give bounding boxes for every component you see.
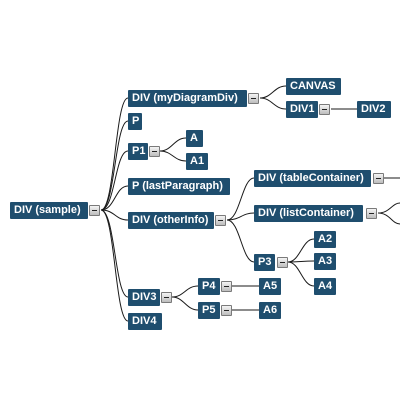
collapse-toggle-p1[interactable] (149, 146, 160, 157)
node-a3[interactable]: A3 (314, 253, 336, 270)
link-listcontainer-more-up (377, 202, 400, 214)
node-a6[interactable]: A6 (259, 302, 281, 319)
node-div3[interactable]: DIV3 (128, 289, 160, 306)
link-root-div3 (100, 209, 129, 298)
node-a4[interactable]: A4 (314, 278, 336, 295)
link-mydiagramdiv-canvas (259, 85, 287, 99)
node-p3[interactable]: P3 (254, 254, 275, 271)
link-p1-a (159, 137, 187, 152)
link-root-p1 (100, 150, 129, 211)
collapse-toggle-div1[interactable] (319, 104, 330, 115)
link-root-div4 (100, 209, 129, 322)
node-div-sample[interactable]: DIV (sample) (10, 202, 88, 219)
collapse-toggle-otherinfo[interactable] (215, 215, 226, 226)
node-a1[interactable]: A1 (186, 153, 208, 170)
link-p1-a1 (159, 150, 187, 162)
link-otherinfo-listcontainer (226, 212, 255, 221)
node-a5[interactable]: A5 (259, 278, 281, 295)
node-div-listcontainer[interactable]: DIV (listContainer) (254, 205, 363, 222)
link-root-mydiagramdiv (100, 97, 129, 211)
node-div-tablecontainer[interactable]: DIV (tableContainer) (254, 170, 371, 187)
link-otherinfo-p3 (226, 219, 255, 263)
node-div2[interactable]: DIV2 (357, 101, 391, 118)
link-p3-a2 (287, 238, 315, 263)
node-p[interactable]: P (128, 113, 142, 130)
node-p5[interactable]: P5 (198, 302, 220, 319)
link-div3-p4 (171, 285, 199, 298)
link-root-otherinfo (100, 209, 129, 221)
node-div1[interactable]: DIV1 (286, 101, 318, 118)
collapse-toggle-mydiagramdiv[interactable] (248, 93, 259, 104)
node-p4[interactable]: P4 (198, 278, 220, 295)
node-canvas[interactable]: CANVAS (286, 78, 341, 95)
node-div-mydiagramdiv[interactable]: DIV (myDiagramDiv) (128, 90, 247, 107)
collapse-toggle-div3[interactable] (161, 292, 172, 303)
node-div4[interactable]: DIV4 (128, 313, 162, 330)
collapse-toggle-div-sample[interactable] (89, 205, 100, 216)
link-p3-a4 (287, 261, 315, 287)
collapse-toggle-p4[interactable] (221, 281, 232, 292)
link-div3-p5 (171, 296, 199, 311)
link-otherinfo-tablecontainer (226, 177, 255, 221)
collapse-toggle-p3[interactable] (277, 257, 288, 268)
collapse-toggle-tablecontainer[interactable] (373, 173, 384, 184)
collapse-toggle-p5[interactable] (221, 305, 232, 316)
link-root-p (100, 120, 129, 211)
node-p-lastparagraph[interactable]: P (lastParagraph) (128, 178, 230, 195)
link-listcontainer-more-down (377, 212, 400, 225)
node-a[interactable]: A (186, 130, 203, 147)
collapse-toggle-listcontainer[interactable] (366, 208, 377, 219)
node-p1[interactable]: P1 (128, 143, 148, 160)
node-a2[interactable]: A2 (314, 231, 336, 248)
link-root-lastparagraph (100, 185, 129, 211)
link-mydiagramdiv-div1 (259, 97, 287, 110)
node-div-otherinfo[interactable]: DIV (otherInfo) (128, 212, 214, 229)
